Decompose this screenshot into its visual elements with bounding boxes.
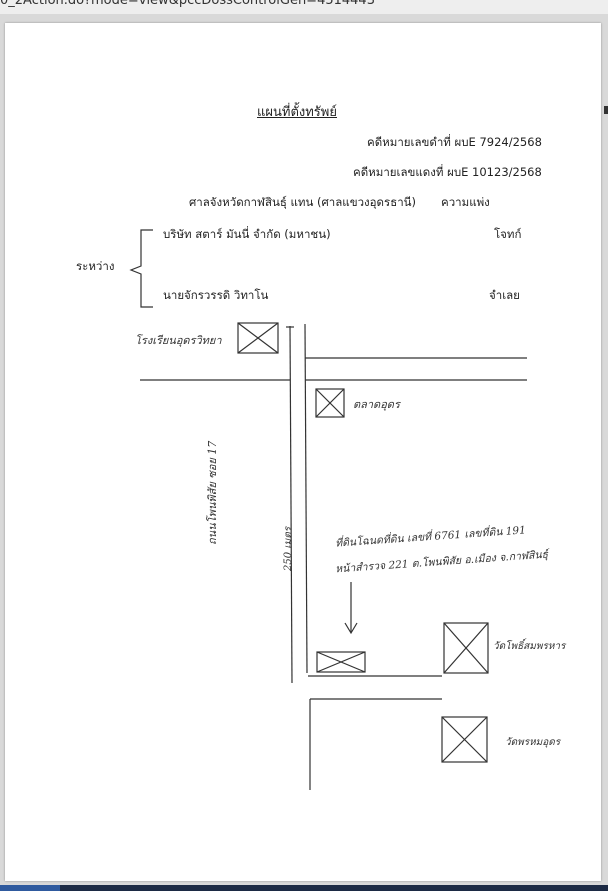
page-title: แผนที่ตั้งทรัพย์: [257, 105, 337, 120]
taskbar-start-icon[interactable]: [0, 885, 60, 891]
document-page: แผนที่ตั้งทรัพย์ คดีหมายเลขดำที่ ผบE 792…: [5, 23, 601, 881]
property-box: [316, 651, 366, 673]
between-label: ระหว่าง: [76, 259, 115, 273]
defendant-name: นายจักรวรรดิ วิทาโน: [163, 288, 269, 302]
case-type: ความแพ่ง: [441, 195, 490, 209]
temple1-box: [443, 622, 489, 674]
market-box: [315, 388, 345, 418]
market-label: ตลาดอุดร: [353, 398, 400, 411]
plaintiff-role: โจทก์: [494, 227, 522, 241]
map-drawing: [129, 229, 527, 790]
road-label: ถนนโพนพิสัย ซอย 17: [206, 440, 219, 545]
school-box: [237, 322, 279, 354]
case-black-number: คดีหมายเลขดำที่ ผบE 7924/2568: [367, 135, 542, 149]
temple2-label: วัดพรหมอุดร: [505, 737, 561, 748]
document-viewer[interactable]: แผนที่ตั้งทรัพย์ คดีหมายเลขดำที่ ผบE 792…: [0, 14, 608, 891]
road-edge-right: [304, 323, 308, 674]
road-edge-left: [289, 325, 293, 684]
scrollbar-thumb[interactable]: [604, 106, 608, 114]
down-arrow: [344, 582, 358, 635]
plaintiff-name: บริษัท สตาร์ มันนี่ จำกัด (มหาชน): [163, 227, 331, 241]
defendant-role: จำเลย: [489, 288, 520, 302]
school-label: โรงเรียนอุดรวิทยา: [135, 334, 222, 347]
taskbar: [0, 885, 608, 891]
url-text: 0_2Action.do?mode=view&pccDossControlGen…: [0, 0, 375, 8]
temple1-label: วัดโพธิ์สมพรหาร: [493, 641, 566, 652]
temple2-box: [441, 716, 488, 763]
between-bracket: [129, 229, 153, 308]
distance-label: 250 เมตร: [283, 526, 294, 571]
court-name: ศาลจังหวัดกาฬสินธุ์ แทน (ศาลแขวงอุดรธานี…: [189, 195, 417, 209]
case-red-number: คดีหมายเลขแดงที่ ผบE 10123/2568: [353, 165, 542, 179]
